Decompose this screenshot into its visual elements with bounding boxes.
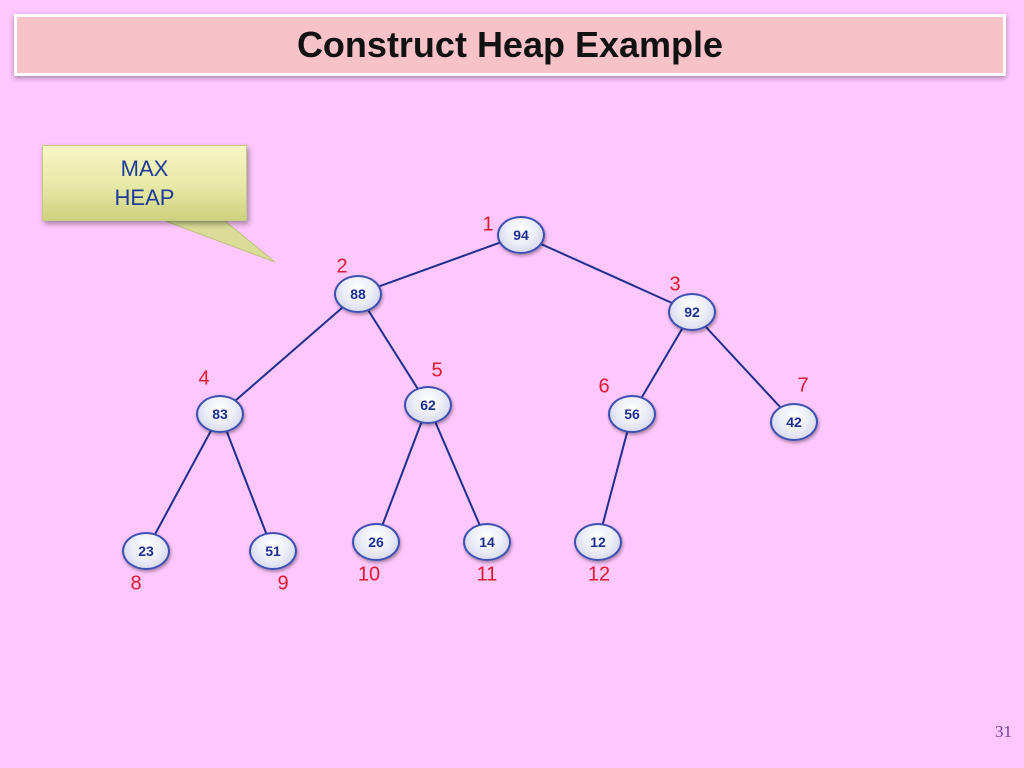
node-index-label: 12 <box>587 563 611 586</box>
tree-edge <box>219 293 359 415</box>
node-index-label: 4 <box>198 367 210 390</box>
callout-line-2: HEAP <box>114 185 175 210</box>
tree-edge <box>520 234 693 313</box>
tree-edge <box>357 234 522 295</box>
callout-line-1: MAX <box>120 156 169 181</box>
heap-node: 14 <box>463 523 511 561</box>
heap-node: 12 <box>574 523 622 561</box>
tree-edge <box>427 404 488 543</box>
callout-pointer <box>164 220 276 263</box>
heap-node: 42 <box>770 403 818 441</box>
heap-node: 51 <box>249 532 297 570</box>
node-index-label: 9 <box>277 572 289 595</box>
heap-node: 94 <box>497 216 545 254</box>
tree-edge <box>219 413 274 552</box>
node-index-label: 8 <box>130 572 142 595</box>
tree-edge <box>597 413 633 543</box>
node-index-label: 11 <box>476 563 498 586</box>
heap-node: 83 <box>196 395 244 433</box>
node-index-label: 5 <box>431 359 443 382</box>
heap-node: 92 <box>668 293 716 331</box>
node-index-label: 7 <box>797 374 809 397</box>
tree-edge <box>145 413 221 552</box>
heap-node: 62 <box>404 386 452 424</box>
tree-edge <box>375 404 429 543</box>
node-index-label: 10 <box>357 563 381 586</box>
title-bar: Construct Heap Example <box>14 14 1006 76</box>
max-heap-callout: MAX HEAP <box>42 145 247 221</box>
heap-node: 88 <box>334 275 382 313</box>
node-index-label: 1 <box>482 213 494 236</box>
heap-node: 23 <box>122 532 170 570</box>
tree-edge <box>691 311 795 423</box>
node-index-label: 6 <box>598 375 610 398</box>
node-index-label: 2 <box>336 255 348 278</box>
tree-edge <box>357 293 429 406</box>
node-index-label: 3 <box>669 273 681 296</box>
page-number: 31 <box>995 722 1012 741</box>
slide-title: Construct Heap Example <box>296 24 724 65</box>
heap-node: 56 <box>608 395 656 433</box>
tree-edges <box>145 234 795 552</box>
heap-node: 26 <box>352 523 400 561</box>
